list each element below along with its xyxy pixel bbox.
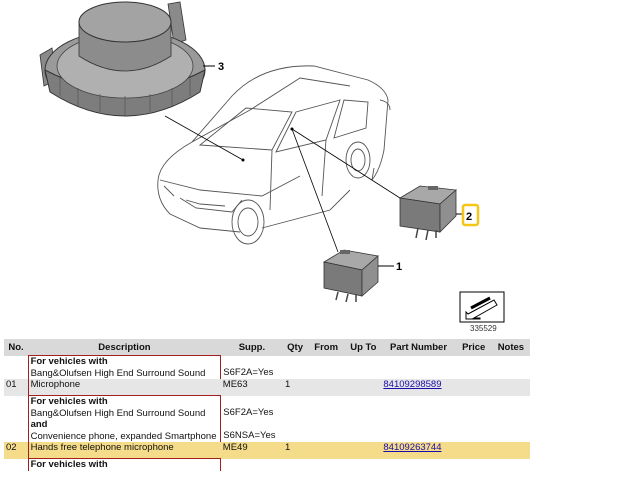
header-up-to: Up To [345, 339, 382, 356]
condition-description: For vehicles with Bang&Olufsen High End … [27, 355, 222, 379]
part-number-link[interactable]: 84109298589 [383, 379, 442, 390]
callout-1: 1 [396, 261, 402, 273]
car-outline-illustration [157, 65, 391, 245]
callout-3: 3 [218, 61, 224, 73]
condition-description: For vehicles with Bang&Olufsen High End … [27, 395, 222, 442]
header-description: Description [28, 339, 221, 356]
condition-line: Bang&Olufsen High End Surround Sound [30, 407, 206, 419]
table-header-row: No. Description Supp. Qty From Up To Par… [4, 339, 530, 356]
row-supp: ME49 [220, 442, 284, 459]
row-no: 01 [4, 379, 29, 396]
row-qty: 1 [283, 442, 308, 459]
condition-title: For vehicles with [30, 356, 108, 367]
microphone-part-2-illustration [398, 185, 457, 241]
condition-row: For vehicles with Bang&Olufsen High End … [4, 355, 530, 379]
row-no: 02 [4, 442, 29, 459]
row-qty: 1 [283, 379, 308, 396]
header-no: No. [4, 339, 29, 356]
condition-supp: S6F2A=Yes [223, 407, 274, 418]
header-qty: Qty [283, 339, 308, 356]
callout-2: 2 [466, 211, 472, 223]
table-row-selected[interactable]: 02 Hands free telephone microphone ME49 … [4, 442, 530, 459]
row-description: Microphone [27, 379, 221, 396]
condition-row: For vehicles with [4, 458, 530, 471]
condition-description: For vehicles with [27, 458, 222, 471]
row-description: Hands free telephone microphone [27, 442, 221, 459]
condition-title: For vehicles with [30, 396, 108, 407]
header-supp: Supp. [220, 339, 284, 356]
speaker-part-illustration [39, 1, 206, 117]
condition-line: Convenience phone, expanded Smartphone [30, 430, 217, 442]
callout-2-highlight [461, 203, 480, 227]
condition-supp: S6NSA=Yes [223, 430, 276, 441]
condition-title: For vehicles with [30, 459, 108, 470]
condition-supp: S6F2A=Yes [223, 367, 274, 378]
part-number-link[interactable]: 84109263744 [383, 442, 442, 453]
parts-diagram: 3 2 [39, 1, 505, 333]
microphone-part-1-illustration [322, 249, 379, 303]
header-part-number: Part Number [381, 339, 456, 356]
condition-and: and [30, 419, 48, 430]
condition-row: For vehicles with Bang&Olufsen High End … [4, 395, 530, 442]
direction-arrow-icon[interactable] [459, 291, 505, 323]
diagram-id: 335529 [470, 324, 497, 333]
header-notes: Notes [491, 339, 530, 356]
header-price: Price [455, 339, 492, 356]
table-row[interactable]: 01 Microphone ME63 1 84109298589 [4, 379, 530, 396]
parts-table: No. Description Supp. Qty From Up To Par… [4, 339, 530, 471]
header-from: From [307, 339, 346, 356]
row-supp: ME63 [220, 379, 284, 396]
condition-line: Bang&Olufsen High End Surround Sound [30, 367, 206, 379]
